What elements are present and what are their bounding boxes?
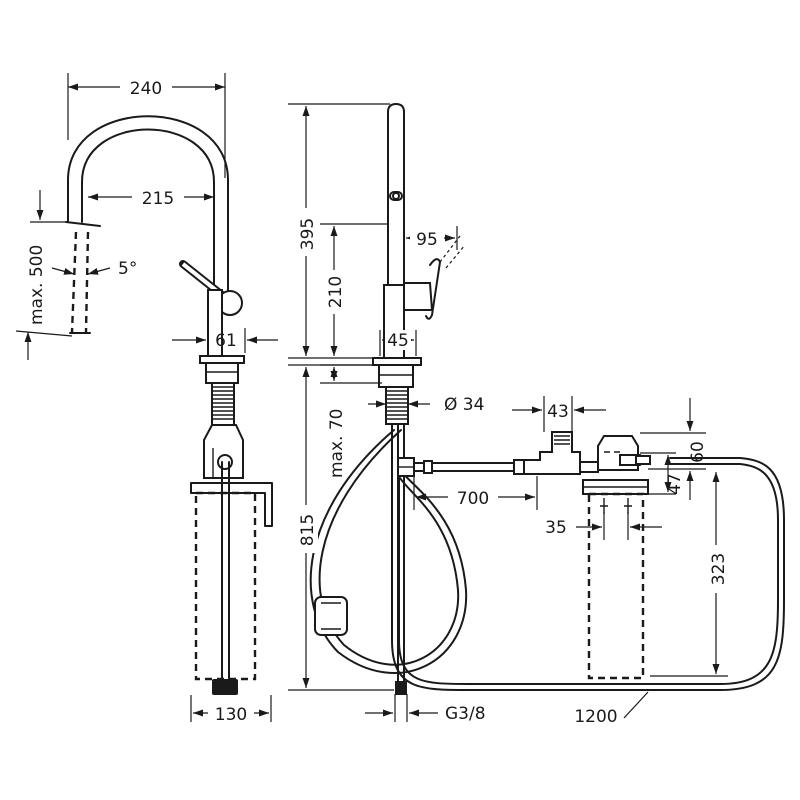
dim-dia-34: Ø 34: [444, 395, 484, 415]
dim-215: 215: [142, 189, 174, 209]
dim-240: 240: [130, 79, 162, 99]
dim-45: 45: [387, 331, 409, 351]
dim-395: 395: [298, 218, 318, 250]
dim-95: 95: [416, 230, 438, 250]
dim-43: 43: [547, 402, 569, 422]
dim-35: 35: [545, 518, 567, 538]
dim-1200: 1200: [574, 707, 617, 727]
dim-815: 815: [298, 514, 318, 546]
dim-61: 61: [215, 331, 237, 351]
dim-max-70: max. 70: [327, 409, 347, 478]
front-view-dimensions: 240 215 max. 500 5° 61 130: [15, 73, 278, 725]
dim-angle-5: 5°: [118, 259, 137, 279]
dim-323: 323: [709, 553, 729, 585]
dim-210: 210: [326, 276, 346, 308]
dim-47: 47: [665, 473, 685, 495]
dim-700: 700: [457, 489, 489, 509]
dim-130: 130: [215, 705, 247, 725]
front-view: [65, 115, 273, 695]
dim-max-500: max. 500: [27, 245, 47, 325]
dim-60: 60: [688, 441, 708, 463]
dim-g38: G3/8: [445, 704, 486, 724]
side-view-dimensions: 395 210 95 45 max. 70 Ø 34 815: [288, 103, 729, 727]
side-view: [309, 103, 785, 695]
